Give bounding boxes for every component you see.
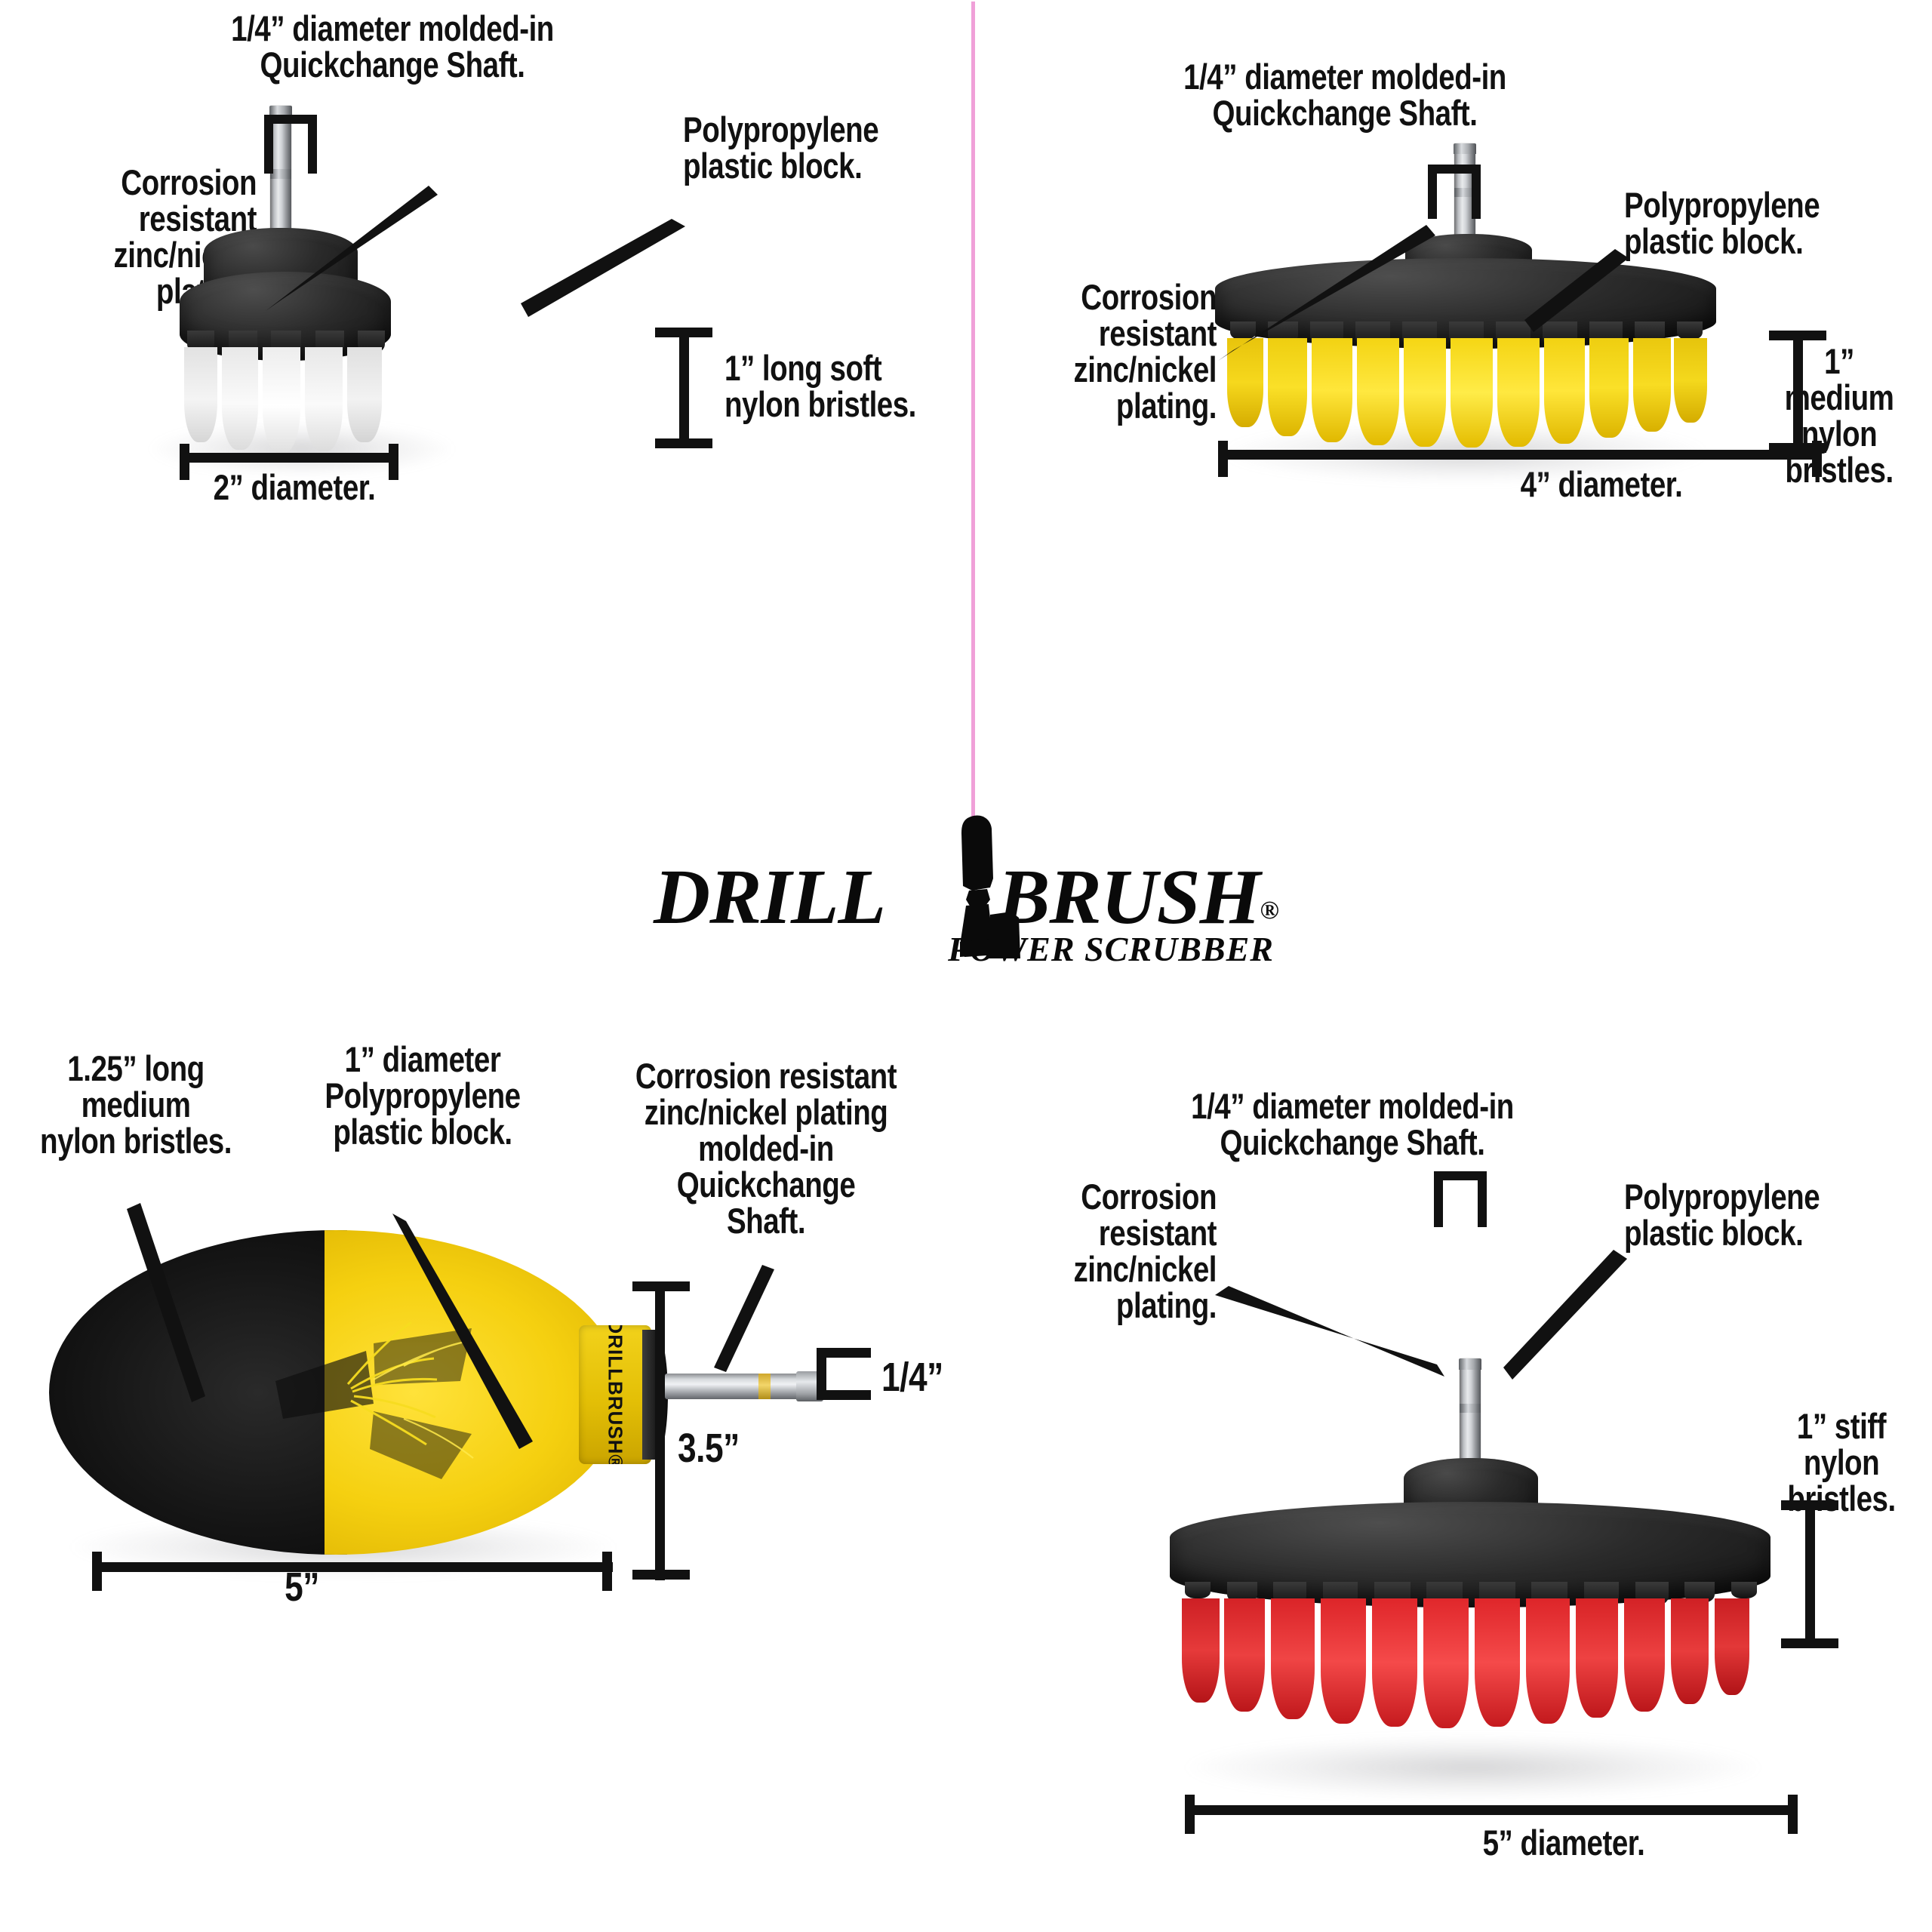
logo-wordmark-brush: BRUSH: [997, 854, 1261, 940]
shaft-diameter-bracket: [1434, 1171, 1487, 1227]
block-callout-text: 1” diameter Polypropylene plastic block.: [325, 1039, 521, 1152]
panel-top-right: 1/4” diameter molded-in Quickchange Shaf…: [975, 0, 1932, 838]
drill-silhouette-icon: [960, 815, 1021, 958]
nylon-bristles-red: [1179, 1598, 1764, 1734]
diameter-dimension-label: 5” diameter.: [1482, 1823, 1645, 1863]
bristle-height-dimension: [655, 328, 712, 448]
product-image-2in-white-brush: [143, 91, 460, 475]
product-image-5in-ball-brush: DRILLBRUSH®: [42, 1230, 841, 1577]
shaft-callout-text: 1/4” diameter molded-in Quickchange Shaf…: [1191, 1086, 1514, 1162]
plastic-block-disc: [1170, 1502, 1770, 1607]
shaft-callout-text: Corrosion resistant zinc/nickel plating …: [635, 1056, 897, 1241]
nylon-bristles-yellow: [1224, 338, 1709, 451]
plating-callout-text: Corrosion resistant zinc/nickel plating.: [1073, 1177, 1217, 1325]
bristle-height-dimension: [1781, 1500, 1838, 1648]
panel-divider-vertical: [971, 2, 975, 838]
product-image-5in-red-brush: [1164, 1358, 1783, 1799]
bristles-callout-text: 1.25” long medium nylon bristles.: [40, 1048, 232, 1161]
height-dimension-label: 3.5”: [678, 1426, 740, 1471]
logo-wordmark-drill: DRILL: [654, 854, 886, 940]
shaft-hex-top: [269, 106, 292, 120]
shaft-notch: [1460, 1404, 1481, 1413]
panel-top-left: 1/4” diameter molded-in Quickchange Shaf…: [0, 0, 971, 838]
registered-trademark-icon: ®: [1260, 896, 1279, 924]
bristle-spokes: [275, 1321, 474, 1479]
diameter-dimension-label: 2” diameter.: [213, 467, 376, 507]
nylon-bristles-white: [183, 347, 388, 453]
shaft-notch: [758, 1374, 771, 1399]
product-shadow: [1186, 1736, 1760, 1799]
bristles-callout-text: 1” medium nylon bristles.: [1784, 341, 1894, 490]
diameter-dimension-label: 4” diameter.: [1520, 464, 1683, 504]
block-leader-line: [521, 219, 685, 317]
bristles-callout-text: 1” long soft nylon bristles.: [724, 348, 916, 424]
nylon-bristle-ball: [49, 1230, 623, 1555]
brand-logo: DRILL BRUSH® POWER SCRUBBER: [558, 815, 1374, 1034]
panel-bottom-left: 1.25” long medium nylon bristles. 1” dia…: [0, 1041, 971, 1932]
shaft-callout-text: 1/4” diameter molded-in Quickchange Shaf…: [231, 8, 554, 85]
shaft-notch: [270, 168, 291, 179]
quickchange-shaft: [665, 1371, 823, 1401]
product-image-4in-yellow-brush: [1201, 143, 1730, 483]
block-callout-text: Polypropylene plastic block.: [683, 109, 879, 186]
shaft-diameter-dimension-label: 1/4”: [881, 1355, 943, 1400]
panel-bottom-right: 1/4” diameter molded-in Quickchange Shaf…: [975, 1041, 1932, 1932]
plating-callout-text: Corrosion resistant zinc/nickel plating.: [1073, 277, 1217, 426]
shaft-hex-top: [1454, 143, 1476, 154]
bristles-callout-text: 1” stiff nylon bristles.: [1787, 1406, 1896, 1518]
cap-end: [642, 1330, 668, 1460]
shaft-callout-text: 1/4” diameter molded-in Quickchange Shaf…: [1183, 57, 1506, 133]
quickchange-shaft: [1459, 1358, 1481, 1472]
bristle-ferrules: [1185, 1582, 1757, 1610]
quickchange-shaft: [1454, 143, 1476, 249]
hub-brand-label: DRILLBRUSH®: [604, 1325, 627, 1464]
width-dimension-label: 5”: [285, 1564, 319, 1610]
block-callout-text: Polypropylene plastic block.: [1624, 185, 1820, 261]
block-callout-text: Polypropylene plastic block.: [1624, 1177, 1820, 1253]
shaft-hex-top: [1459, 1358, 1481, 1370]
shaft-hex-end: [796, 1371, 823, 1401]
shaft-notch: [1454, 187, 1475, 197]
plastic-block-cap: DRILLBRUSH®: [579, 1325, 651, 1464]
